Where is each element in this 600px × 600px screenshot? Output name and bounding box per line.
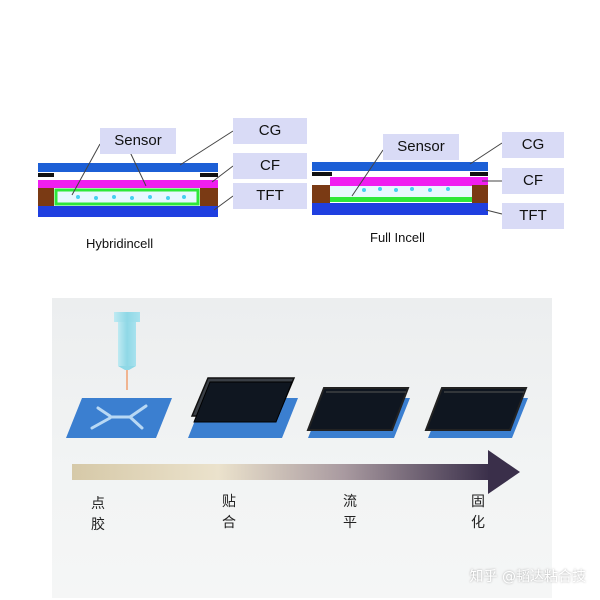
glue-pattern: [90, 404, 148, 430]
step-label-flow: 流 平: [340, 492, 360, 534]
process-panel: 点 胶 贴 合 流 平 固 化: [52, 298, 552, 598]
step2-glass: [193, 381, 293, 423]
full-lc-dots: [362, 187, 450, 192]
step-label-cure: 固 化: [468, 492, 488, 534]
watermark: 知乎 @韬达粘合技: [469, 569, 586, 585]
process-illustration: [66, 312, 528, 494]
full-caption: Full Incell: [370, 230, 425, 245]
step-char: 流: [343, 494, 357, 510]
full-seal-left: [312, 185, 330, 203]
hybrid-lc-layer: [54, 188, 200, 206]
hybrid-cf-layer: [38, 180, 218, 188]
full-cf-label: CF: [502, 168, 564, 194]
hybrid-tft-leader: [213, 195, 234, 211]
full-tft-leader: [485, 209, 503, 215]
full-cf-layer: [330, 177, 488, 186]
hybrid-tft-label: TFT: [233, 183, 307, 209]
hybrid-seal-left: [38, 188, 54, 206]
hybrid-cg-label: CG: [233, 118, 307, 144]
step-label-laminate: 贴 合: [219, 492, 239, 534]
step4-glass: [424, 387, 528, 431]
hybrid-sensor-label: Sensor: [100, 128, 176, 154]
full-seal-right: [472, 185, 488, 203]
full-green-line: [330, 197, 472, 202]
full-sensor-label: Sensor: [383, 134, 459, 160]
hybrid-caption: Hybridincell: [86, 236, 154, 251]
hybrid-black-mask-right: [200, 173, 218, 177]
step-char: 化: [471, 515, 485, 531]
hybrid-seal-right: [200, 188, 218, 206]
hybrid-tft-layer: [38, 206, 218, 217]
step-char: 平: [343, 515, 357, 531]
full-black-mask-right: [470, 172, 488, 176]
full-lc-layer: [330, 186, 472, 198]
dispense-nozzle: [114, 312, 140, 390]
step-char: 固: [471, 494, 485, 510]
hybrid-cg-layer: [38, 163, 218, 172]
full-cg-label: CG: [502, 132, 564, 158]
full-cg-layer: [312, 162, 488, 171]
step-char: 合: [222, 515, 236, 531]
step-char: 胶: [91, 517, 105, 533]
hybrid-sensor-leader-2: [129, 151, 147, 187]
step-char: 贴: [222, 494, 236, 510]
full-sensor-leader: [351, 149, 384, 197]
step-label-dispense: 点 胶: [88, 494, 108, 536]
full-tft-label: TFT: [502, 203, 564, 229]
process-arrow: [72, 450, 520, 494]
full-black-mask-left: [312, 172, 332, 176]
full-cg-leader: [469, 142, 503, 165]
hybrid-cf-label: CF: [233, 153, 307, 179]
hybrid-cg-leader: [179, 130, 234, 166]
full-tft-layer: [312, 203, 488, 215]
step-char: 点: [91, 496, 105, 512]
step3-glass: [306, 387, 410, 431]
hybrid-black-mask-left: [38, 173, 54, 177]
hybrid-cf-leader: [211, 165, 234, 183]
hybrid-sensor-leader: [71, 143, 101, 196]
hybrid-lc-dots: [76, 195, 186, 200]
